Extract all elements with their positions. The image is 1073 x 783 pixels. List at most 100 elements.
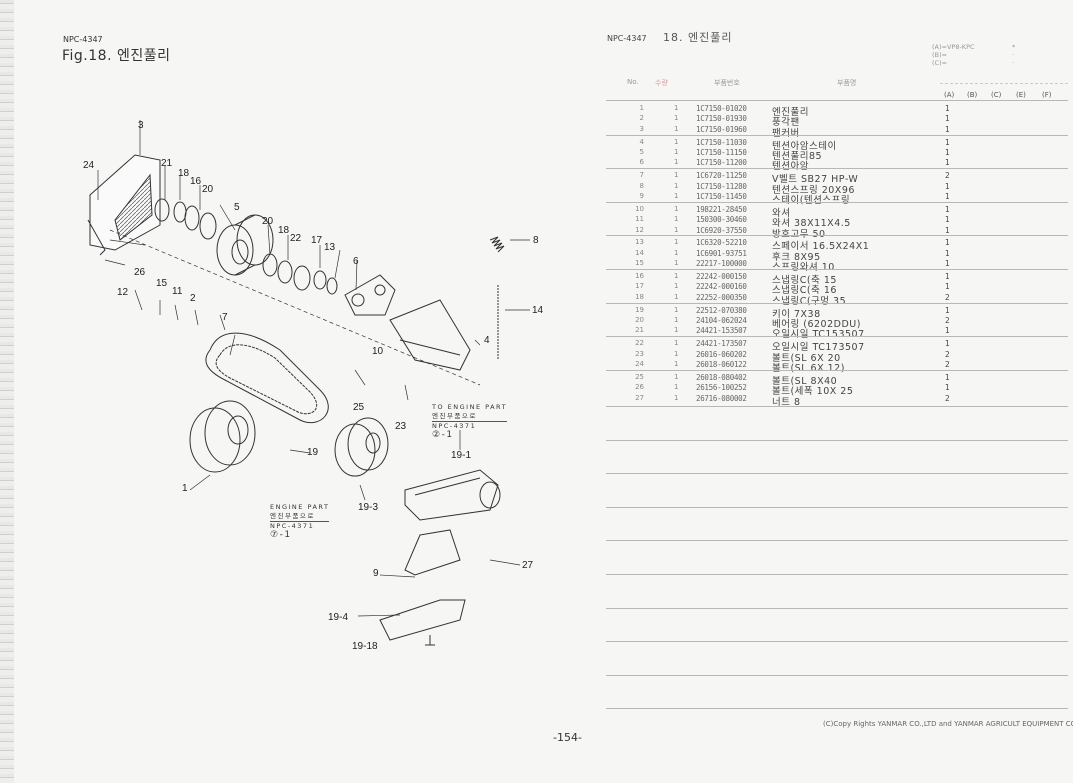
row-separator xyxy=(606,440,1068,441)
callout-label: 22 xyxy=(290,233,302,244)
callout-label: 1 xyxy=(182,483,188,494)
callout-label: 17 xyxy=(311,235,323,246)
row-separator xyxy=(606,608,1068,609)
callout-label: 19-18 xyxy=(352,641,378,652)
row-separator xyxy=(606,540,1068,541)
cell-no: 1 xyxy=(639,104,644,112)
header-col-e: (E) xyxy=(1016,91,1026,99)
cell-no: 26 xyxy=(635,383,644,391)
cell-qty: 1 xyxy=(674,293,679,301)
cell-part-no: 24421-173507 xyxy=(696,339,747,348)
row-separator xyxy=(606,507,1068,508)
note-line: ⑦-1 xyxy=(270,530,292,540)
column-divider xyxy=(940,83,1068,84)
note-line: TO ENGINE PART xyxy=(432,403,508,411)
cell-part-no: 1C7150-11030 xyxy=(696,138,747,147)
cell-no: 12 xyxy=(635,226,644,234)
callout-label: 19 xyxy=(307,447,319,458)
leader-lines xyxy=(97,120,530,617)
cell-name: 스냅링C(구멍 35 xyxy=(772,296,847,307)
cell-no: 25 xyxy=(635,373,644,381)
cell-no: 27 xyxy=(635,394,644,402)
cell-a: 2 xyxy=(945,360,950,369)
exploded-parts-diagram: 3 24 21 18 16 20 5 20 18 22 17 13 8 6 14… xyxy=(20,100,580,684)
page-number: -154- xyxy=(553,731,582,744)
callout-label: 7 xyxy=(222,312,228,323)
cell-part-no: 26018-060122 xyxy=(696,360,747,369)
header-no: No. xyxy=(627,78,639,86)
cell-name: 텐션풀리85 xyxy=(772,151,823,162)
cell-name: 스테이(텐션스프링 xyxy=(772,195,851,206)
cell-qty: 1 xyxy=(674,373,679,381)
cell-part-no: 1C6920-37550 xyxy=(696,226,747,235)
cell-name: 키이 7X38 xyxy=(772,309,821,320)
cell-a: 1 xyxy=(945,192,950,201)
cell-part-no: 1C7150-01020 xyxy=(696,104,747,113)
cell-a: 1 xyxy=(945,306,950,315)
legend-line: (B)= xyxy=(932,51,947,59)
cell-qty: 1 xyxy=(674,182,679,190)
cell-qty: 1 xyxy=(674,238,679,246)
cell-part-no: 198221-28450 xyxy=(696,205,747,214)
cell-no: 8 xyxy=(639,182,644,190)
cell-no: 7 xyxy=(639,171,644,179)
cell-name: 볼트(SL 6X 12) xyxy=(772,363,845,374)
cell-a: 2 xyxy=(945,394,950,403)
cell-a: 1 xyxy=(945,114,950,123)
right-page-code: NPC-4347 xyxy=(607,34,647,43)
cell-name: 오일시일 TC173507 xyxy=(772,342,865,353)
cell-qty: 1 xyxy=(674,272,679,280)
callout-label: 23 xyxy=(395,421,407,432)
row-separator xyxy=(606,336,1068,337)
cell-qty: 1 xyxy=(674,360,679,368)
cell-name: 볼트(세폭 10X 25 xyxy=(772,386,854,397)
cell-no: 22 xyxy=(635,339,644,347)
cell-part-no: 22512-070380 xyxy=(696,306,747,315)
cell-a: 1 xyxy=(945,272,950,281)
cell-name: 스냅링C(축 16 xyxy=(772,285,837,296)
cell-no: 18 xyxy=(635,293,644,301)
cell-name: 스냅링C(축 15 xyxy=(772,275,837,286)
callout-label: 26 xyxy=(134,267,146,278)
cell-name: 후크 8X95 xyxy=(772,252,821,263)
callout-label: 20 xyxy=(202,184,214,195)
callout-label: 18 xyxy=(178,168,190,179)
callout-label: 6 xyxy=(353,256,359,267)
note-line: ②-1 xyxy=(432,430,454,440)
cell-part-no: 1C7150-01960 xyxy=(696,125,747,134)
cell-qty: 1 xyxy=(674,249,679,257)
cell-name: 볼트(SL 6X 20 xyxy=(772,353,841,364)
cell-a: 2 xyxy=(945,316,950,325)
legend-marks: * · · xyxy=(1012,43,1015,67)
cell-qty: 1 xyxy=(674,138,679,146)
cell-qty: 1 xyxy=(674,215,679,223)
cell-part-no: 1C7150-11150 xyxy=(696,148,747,157)
cell-part-no: 1C7150-01930 xyxy=(696,114,747,123)
cell-qty: 1 xyxy=(674,316,679,324)
callout-label: 19-1 xyxy=(451,450,472,461)
cell-no: 17 xyxy=(635,282,644,290)
callout-label: 13 xyxy=(324,242,336,253)
legend-mark: · xyxy=(1012,59,1015,67)
callout-label: 16 xyxy=(190,176,202,187)
row-separator xyxy=(606,473,1068,474)
cell-no: 24 xyxy=(635,360,644,368)
cell-no: 3 xyxy=(639,125,644,133)
legend-mark: · xyxy=(1012,51,1015,59)
callout-label: 3 xyxy=(138,120,144,131)
cell-part-no: 26716-080002 xyxy=(696,394,747,403)
cell-qty: 1 xyxy=(674,148,679,156)
callout-label: 19-4 xyxy=(328,612,349,623)
cell-no: 10 xyxy=(635,205,644,213)
cell-part-no: 1C6320-52210 xyxy=(696,238,747,247)
scan-binding-edge xyxy=(0,0,14,783)
left-page-code: NPC-4347 xyxy=(63,35,103,44)
